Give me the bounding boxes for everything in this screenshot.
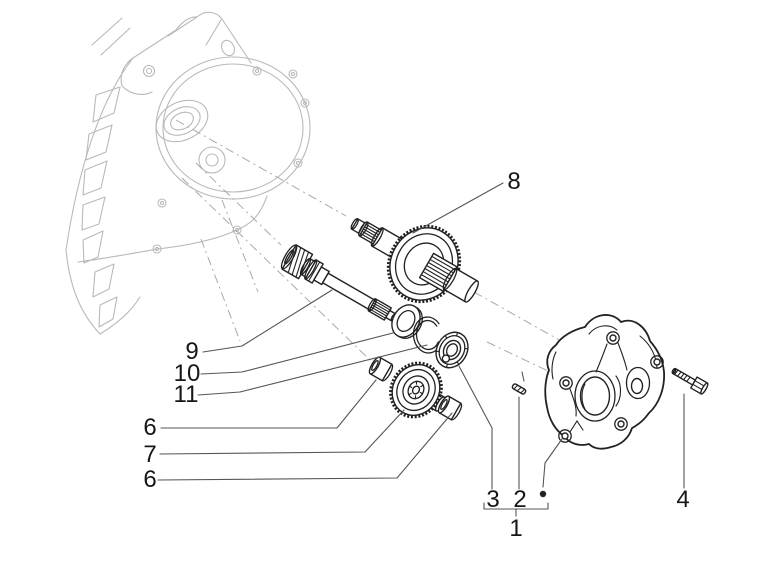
circlip: [412, 316, 444, 354]
callout-6a: 6: [143, 414, 157, 441]
callout-11: 11: [173, 381, 199, 408]
group-bracket: [483, 502, 549, 517]
gearbox-cover: [544, 314, 665, 450]
crankcase-bolt-holes: [152, 66, 310, 254]
washer: [391, 304, 423, 339]
reference-dot: [539, 490, 547, 498]
cover-bolt-bosses: [558, 331, 664, 443]
output-shaft-gear: [350, 218, 480, 304]
callout-10: 10: [173, 360, 201, 387]
ball-bearing: [435, 331, 469, 369]
axis-lines: [175, 119, 571, 372]
leader-lines: [157, 182, 685, 490]
callout-4: 4: [676, 486, 690, 513]
crankcase-outline: [65, 11, 311, 335]
callout-3: 3: [486, 486, 500, 513]
bushing-rear: [437, 395, 463, 421]
dowel-pin: [511, 383, 527, 395]
callout-1: 1: [509, 515, 523, 542]
crankcase-ribs: [81, 86, 121, 328]
callout-7: 7: [143, 441, 157, 468]
callout-2: 2: [513, 486, 527, 513]
flange-bolt: [671, 367, 709, 395]
pinion-shaft: [280, 244, 398, 322]
intermediate-gear: [389, 361, 446, 419]
callout-6b: 6: [143, 466, 157, 493]
callout-9: 9: [185, 338, 199, 365]
pin-axis-tick: [521, 371, 525, 382]
bushing-front: [368, 356, 394, 382]
callout-8: 8: [507, 168, 521, 195]
